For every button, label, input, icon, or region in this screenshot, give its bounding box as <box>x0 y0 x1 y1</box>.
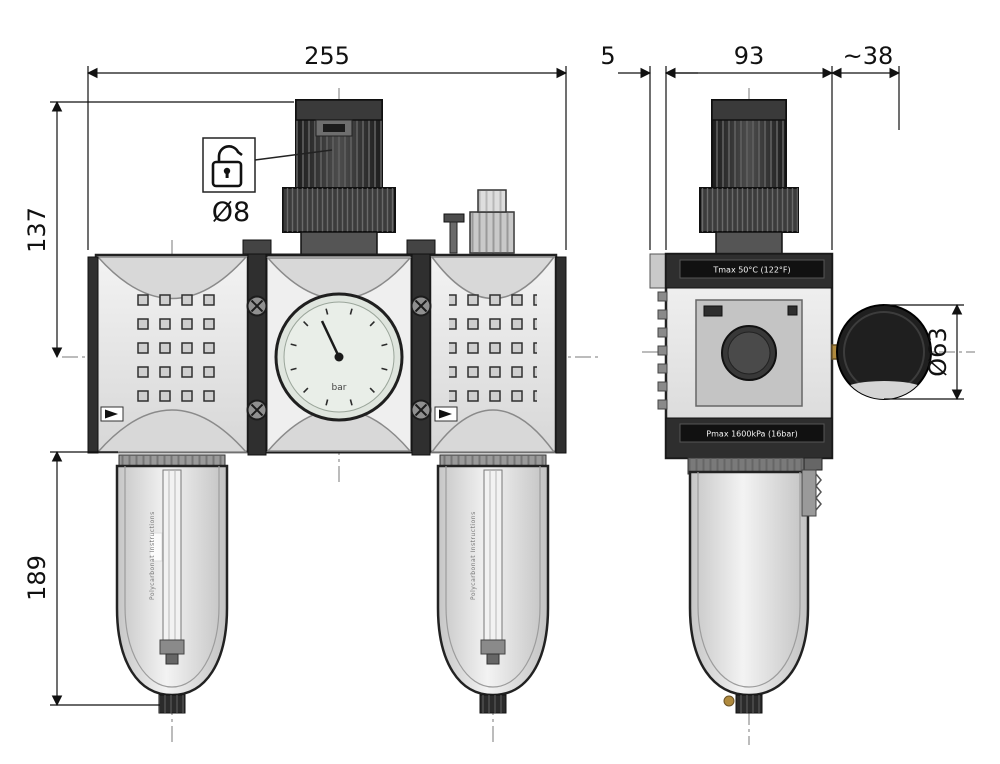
filter-module <box>94 253 250 454</box>
pmax-plate <box>679 423 825 443</box>
dim-gauge-depth-label: ~38 <box>843 42 894 70</box>
regulator-body-side: Tmax 50°C (122°F) Pmax 1600kPa (16bar) <box>657 252 834 460</box>
bowl-print: Polycarbonat Instructions <box>470 511 477 600</box>
filter-sight-grid <box>128 294 216 414</box>
regulator-module: bar <box>264 253 414 454</box>
bowl-latch <box>803 457 823 471</box>
module-clamps <box>87 239 567 456</box>
dim-height-upper-label: 137 <box>23 207 51 253</box>
dim-height-lower: 189 <box>23 450 160 707</box>
pmax-plate-text: Pmax 1600kPa (16bar) <box>706 430 797 439</box>
gauge-hub <box>334 352 344 362</box>
regulator-knob-side <box>711 99 787 189</box>
flow-arrow <box>434 406 458 422</box>
lock-size-label: Ø8 <box>212 197 250 228</box>
mounting-plate <box>649 253 667 289</box>
dim-side-offset-label: 5 <box>600 42 615 70</box>
clamp-screws <box>246 295 432 421</box>
lubricator-fill-cap <box>469 189 515 254</box>
tmax-plate <box>679 259 825 279</box>
bowl-side <box>687 457 823 714</box>
filter-bowl: Polycarbonat Instructions <box>115 454 229 714</box>
lock-callout: Ø8 <box>202 137 333 228</box>
dimension-annotations: 255 137 189 5 93 <box>23 42 964 707</box>
regulator-collar-side <box>699 187 799 255</box>
gauge-ticks <box>290 308 388 406</box>
dim-total-width-label: 255 <box>304 42 350 70</box>
leader-line <box>254 149 333 161</box>
regulator-knob <box>295 99 383 189</box>
bowl-print: Polycarbonat Instructions <box>149 511 156 600</box>
pressure-gauge-front: bar <box>274 292 404 422</box>
side-view: Tmax 50°C (122°F) Pmax 1600kPa (16bar) <box>649 99 932 714</box>
gauge-needle <box>320 320 341 358</box>
dim-height-upper: 137 <box>23 100 294 359</box>
regulator-collar <box>282 187 396 256</box>
lubricator-bowl: Polycarbonat Instructions <box>436 454 550 714</box>
dim-height-lower-label: 189 <box>23 555 51 601</box>
sight-window <box>149 532 163 562</box>
dim-side-width: 93 <box>664 42 834 250</box>
drain-valve <box>479 694 507 714</box>
gauge-unit-label: bar <box>332 383 347 393</box>
lubricator-module <box>428 253 558 454</box>
dim-total-width: 255 <box>86 42 568 250</box>
bleed-screw <box>443 213 465 254</box>
dim-gauge-diameter: Ø63 <box>884 303 964 401</box>
dim-side-width-label: 93 <box>734 42 765 70</box>
drain-valve-side <box>723 694 763 714</box>
flow-arrow <box>100 406 124 422</box>
dim-gauge-diameter-label: Ø63 <box>924 327 952 376</box>
lubricator-sight-grid <box>449 294 537 414</box>
open-padlock-icon <box>211 145 243 188</box>
side-knurl-strip <box>657 291 668 410</box>
drain-valve <box>158 694 186 714</box>
tmax-plate-text: Tmax 50°C (122°F) <box>712 266 790 275</box>
front-view: bar <box>87 99 567 714</box>
pressure-gauge-side <box>831 304 932 400</box>
dim-gauge-depth: ~38 <box>830 42 901 130</box>
